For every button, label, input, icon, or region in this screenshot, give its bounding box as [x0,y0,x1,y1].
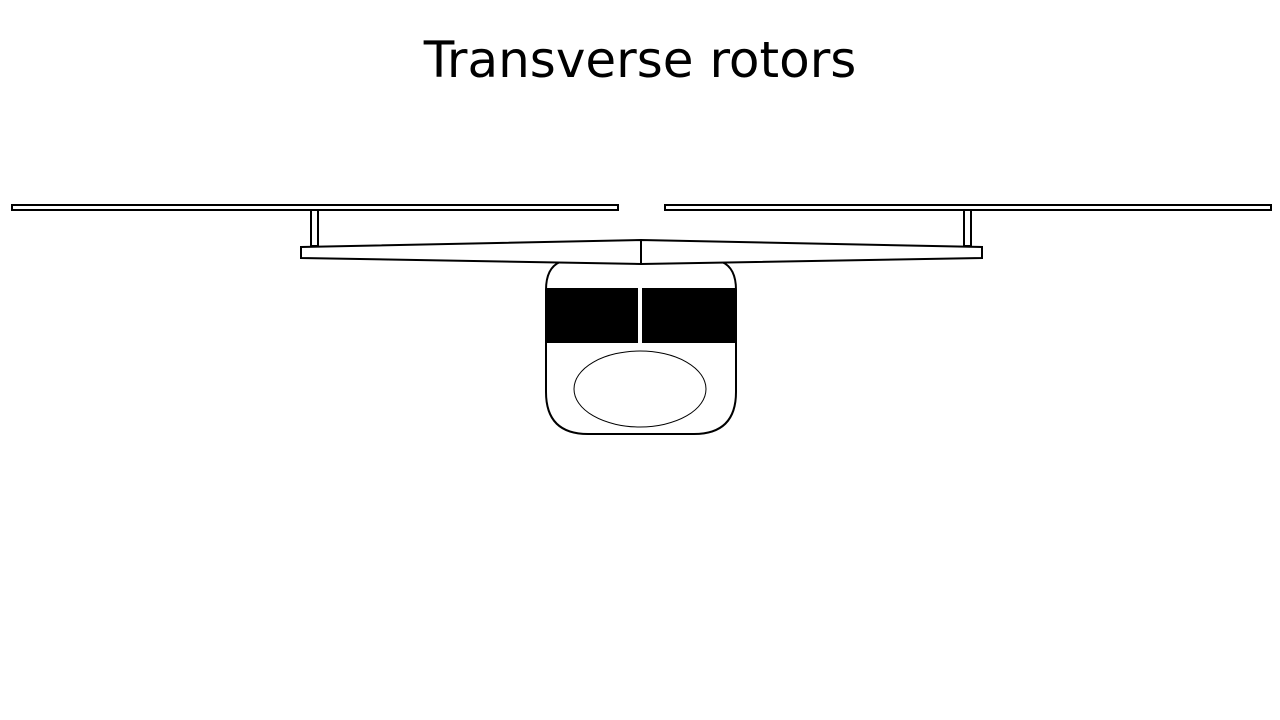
right-rotor-mast [963,209,972,247]
nose-window [573,350,707,428]
slide-title: Transverse rotors [423,31,857,89]
right-cockpit-window [642,288,736,343]
left-cockpit-window [546,288,638,343]
left-rotor-mast [310,209,319,247]
